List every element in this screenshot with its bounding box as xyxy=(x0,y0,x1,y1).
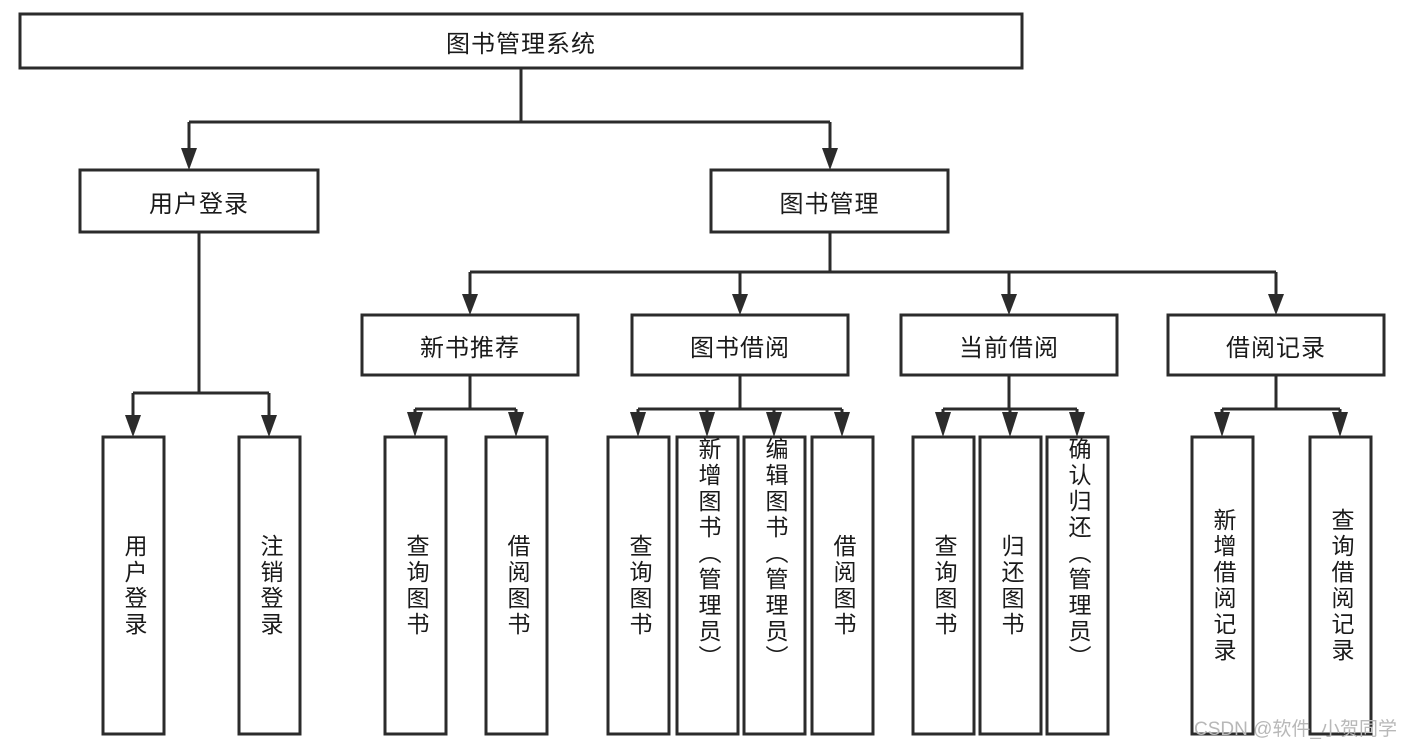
arrow-to-borrow-record xyxy=(1268,294,1284,315)
arrow-to-leaf-borrow-book-1 xyxy=(508,412,524,437)
node-leaf-return-book-box[interactable] xyxy=(978,435,1043,736)
node-user-login-box[interactable] xyxy=(78,168,320,234)
node-leaf-query-record-box[interactable] xyxy=(1308,435,1373,736)
arrow-to-leaf-confirm-return xyxy=(1069,412,1085,437)
arrow-to-leaf-query-book-1 xyxy=(407,412,423,437)
arrow-to-leaf-add-record xyxy=(1214,412,1230,437)
node-root-box[interactable] xyxy=(18,12,1024,70)
node-current-borrow-box[interactable] xyxy=(899,313,1119,377)
arrow-to-leaf-query-book-3 xyxy=(935,412,951,437)
node-book-borrow-box[interactable] xyxy=(630,313,850,377)
node-leaf-add-book-box[interactable] xyxy=(675,435,740,736)
node-leaf-user-login-box[interactable] xyxy=(101,435,166,736)
arrow-to-leaf-add-book xyxy=(699,412,715,437)
node-leaf-borrow-book-2-box[interactable] xyxy=(810,435,875,736)
node-leaf-edit-book-box[interactable] xyxy=(742,435,807,736)
csdn-watermark: CSDN @软件_小贺同学 xyxy=(1194,719,1397,740)
arrow-to-leaf-user-login xyxy=(125,415,141,437)
node-leaf-query-book-2-box[interactable] xyxy=(606,435,671,736)
arrow-to-new-book-recommend xyxy=(462,294,478,315)
node-leaf-user-logout-box[interactable] xyxy=(237,435,302,736)
arrow-root-to-user-login xyxy=(181,148,197,170)
node-leaf-confirm-return-box[interactable] xyxy=(1045,435,1110,736)
node-leaf-query-book-1-box[interactable] xyxy=(383,435,448,736)
arrow-to-leaf-query-book-2 xyxy=(630,412,646,437)
arrow-to-leaf-user-logout xyxy=(261,415,277,437)
node-leaf-add-record-box[interactable] xyxy=(1190,435,1255,736)
arrow-to-leaf-edit-book xyxy=(766,412,782,437)
node-borrow-record-box[interactable] xyxy=(1166,313,1386,377)
arrow-to-leaf-query-record xyxy=(1332,412,1348,437)
node-leaf-borrow-book-1-box[interactable] xyxy=(484,435,549,736)
arrow-to-current-borrow xyxy=(1001,294,1017,315)
node-new-book-recommend-box[interactable] xyxy=(360,313,580,377)
arrow-to-leaf-return-book xyxy=(1002,412,1018,437)
node-leaf-query-book-3-box[interactable] xyxy=(911,435,976,736)
arrow-to-leaf-borrow-book-2 xyxy=(834,412,850,437)
arrow-to-book-borrow xyxy=(732,294,748,315)
arrow-root-to-book-manage xyxy=(822,148,838,170)
node-book-manage-box[interactable] xyxy=(709,168,950,234)
